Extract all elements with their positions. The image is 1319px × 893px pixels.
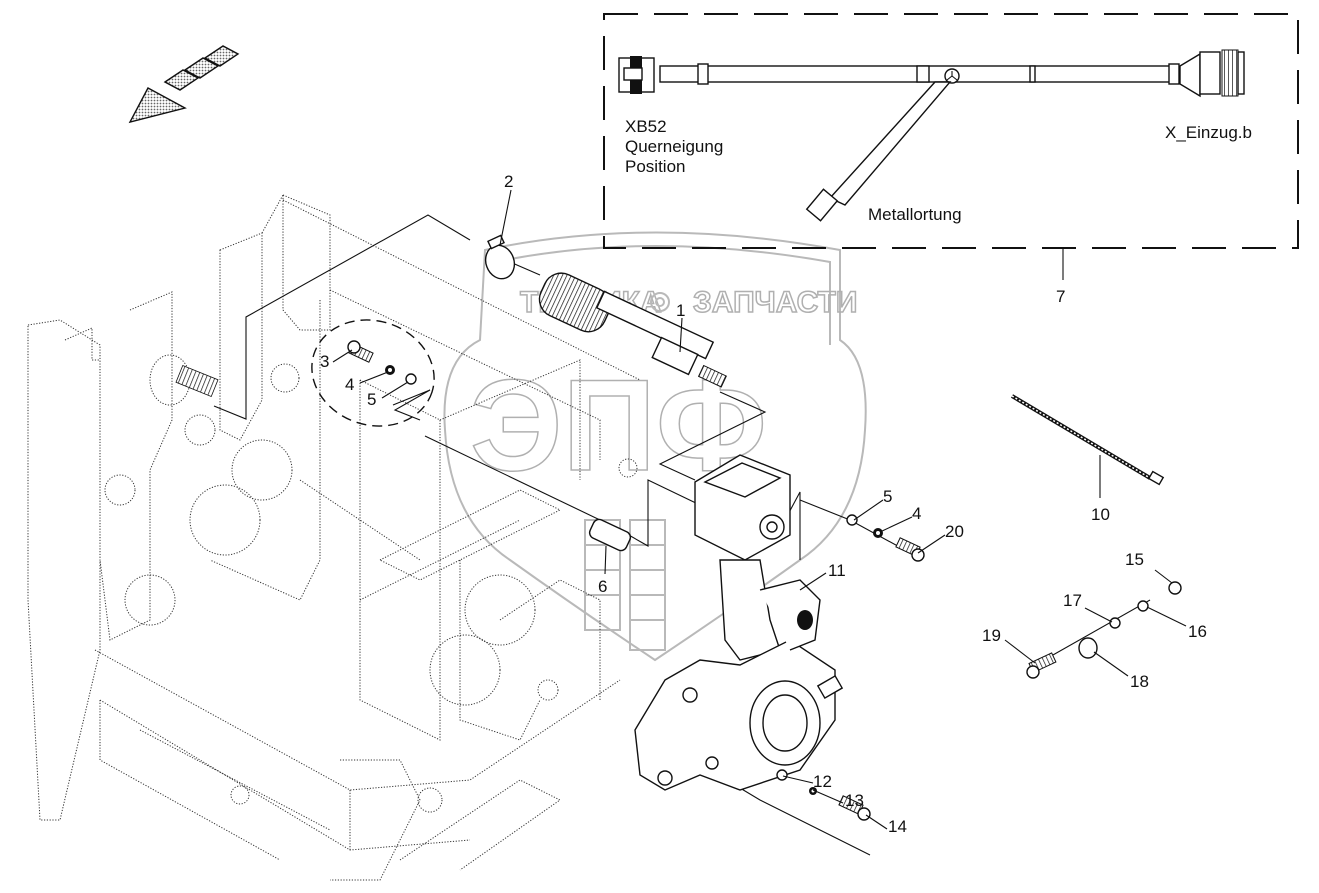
callout-4a: 4 [345,375,354,394]
callout-10: 10 [1091,505,1110,524]
connector-right-label: X_Einzug.b [1165,123,1252,142]
connector-xb52-icon [618,56,655,94]
harness-cable [659,65,1171,83]
harness-box-outline [603,13,1299,249]
callout-16: 16 [1188,622,1207,641]
branch-cable [828,81,952,206]
watermark-shield-inner [494,245,831,345]
callout-19: 19 [982,626,1001,645]
fasteners [347,340,1182,821]
callout-5b: 5 [883,487,892,506]
hose-clamp [484,234,516,280]
watermark-wheat-icon [584,519,666,651]
callout-1: 1 [676,301,685,320]
sensor-shaft [538,272,727,388]
callout-5a: 5 [367,390,376,409]
watermark-gear-icon [650,292,670,312]
callout-6: 6 [598,577,607,596]
callout-18: 18 [1130,672,1149,691]
ground-symbol-icon [944,68,960,84]
callout-leaders [332,189,1187,830]
callout-13: 13 [845,791,864,810]
machine-frame [27,194,641,881]
gearbox-housing [634,579,844,791]
callout-17: 17 [1063,591,1082,610]
callout-7: 7 [1056,287,1065,306]
callout-4b: 4 [912,504,921,523]
callout-15: 15 [1125,550,1144,569]
branch-label: Metallortung [868,205,962,224]
detail-group-outline [311,319,435,427]
connector-left-label-1: XB52 [625,117,667,136]
callout-12: 12 [813,772,832,791]
cable-tie [1010,394,1165,486]
callout-2: 2 [504,172,513,191]
connector-left-label-2: Querneigung [625,137,723,156]
callout-3: 3 [320,352,329,371]
harness-box: XB52 Querneigung Position X_Einzug.b Met… [603,13,1299,306]
callout-numbers: 2 1 3 4 5 6 5 4 20 10 11 12 13 14 15 16 … [320,172,1207,836]
callout-20: 20 [945,522,964,541]
watermark-text-right: ЗАПЧАСТИ [693,286,857,319]
direction-arrow-icon [128,45,240,124]
connector-left-label-3: Position [625,157,685,176]
callout-14: 14 [888,817,907,836]
angle-sensor [694,454,791,661]
connector-x-einzug-icon [1168,49,1245,98]
spacer-sleeve [588,518,632,552]
callout-11: 11 [828,561,846,580]
